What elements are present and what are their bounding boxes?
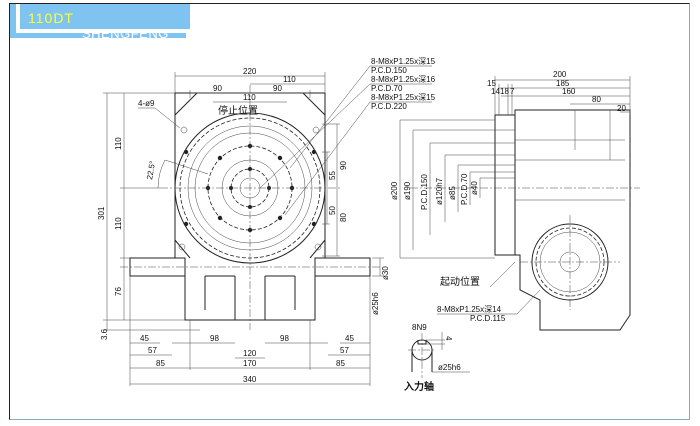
dim-110-middle: 110 (114, 217, 123, 230)
title-banner: 110DT SHENGFENG (10, 4, 190, 41)
input-shaft-label: 入力轴 (404, 380, 434, 393)
dim-20: 20 (617, 104, 626, 113)
dia-pcd-70: P.C.D.70 (460, 173, 469, 205)
side-details (515, 110, 625, 201)
top-dim-lines (174, 72, 326, 103)
dim-170: 170 (243, 359, 257, 368)
dia-40: ø40 (470, 181, 479, 195)
dim-7: 7 (510, 87, 515, 96)
note-2-thread: 8-M8xP1.25x深16 (371, 75, 436, 84)
side-body-outline (494, 109, 631, 331)
note-2-pcd: P.C.D.70 (371, 84, 403, 93)
dim-14: 14 (491, 87, 500, 96)
dim-160: 160 (562, 87, 576, 96)
dim-90-right: 90 (273, 84, 282, 93)
brand-name: SHENGFENG (82, 26, 169, 41)
shaft-diameter: ø25h6 (438, 363, 461, 372)
drawing-frame (9, 3, 690, 420)
note-1-pcd: P.C.D.150 (371, 66, 407, 75)
dim-shaft-30: ø30 (381, 266, 390, 280)
dim-80-side: 80 (592, 95, 601, 104)
dim-85-left: 85 (156, 359, 165, 368)
key-label: 8N9 (412, 323, 427, 332)
diameter-dim-lines (399, 119, 515, 259)
shaft-dim-lines (426, 332, 470, 373)
input-shaft-detail: 8N9 4 ø25h6 入力轴 (404, 323, 470, 393)
dim-80: 80 (339, 213, 348, 222)
dim-110-inner: 110 (243, 93, 256, 102)
dim-120: 120 (243, 349, 257, 358)
bottom-dim-lines (129, 276, 371, 386)
dim-185: 185 (556, 79, 570, 88)
dim-55: 55 (328, 171, 337, 180)
angle-label: 22.5° (145, 160, 157, 180)
dim-110-upper: 110 (114, 137, 123, 150)
holes-label: 4-ø9 (138, 99, 155, 108)
left-dim-lines (103, 92, 200, 331)
dim-76: 76 (114, 287, 123, 296)
dim-50: 50 (328, 206, 337, 215)
side-leaders (437, 261, 541, 315)
dim-200: 200 (553, 70, 567, 79)
side-top-dim-lines (494, 76, 631, 115)
dim-18: 18 (500, 87, 509, 96)
dim-45-right: 45 (345, 334, 354, 343)
dim-110-half: 110 (283, 75, 296, 84)
dia-120h7: ø120h7 (435, 177, 444, 205)
dim-85-right: 85 (336, 359, 345, 368)
dim-301: 301 (97, 206, 106, 220)
dia-pcd-150: P.C.D.150 (420, 174, 429, 210)
dia-190: ø190 (403, 181, 412, 200)
dim-3-6: 3.6 (100, 328, 109, 340)
key-depth: 4 (444, 336, 453, 341)
dia-85: ø85 (448, 186, 457, 200)
dim-shaft-25h6: ø25h6 (371, 292, 380, 315)
front-view: 220 110 90 90 110 停止位置 4-ø9 22.5° 301 11… (97, 67, 390, 386)
dim-98-left: 98 (210, 334, 219, 343)
model-number: 110DT (28, 10, 74, 26)
banner-inner (16, 4, 190, 33)
dia-200: ø200 (390, 181, 399, 200)
dim-340: 340 (243, 375, 257, 384)
dim-45-left: 45 (140, 334, 149, 343)
holes-leader (138, 107, 181, 129)
side-thread-note: 8-M8xP1.25x深14 (437, 305, 502, 314)
note-3-thread: 8-M8xP1.25x深15 (371, 93, 436, 102)
note-1-thread: 8-M8xP1.25x深15 (371, 57, 436, 66)
body-chamfers (174, 92, 326, 259)
right-dim-lines (322, 123, 384, 277)
side-pcd-note: P.C.D.115 (470, 314, 506, 323)
dim-90: 90 (339, 161, 348, 170)
note-leaders (259, 65, 432, 216)
thread-notes: 8-M8xP1.25x深15 P.C.D.150 8-M8xP1.25x深16 … (259, 57, 436, 216)
dim-57-right: 57 (340, 346, 349, 355)
start-position-label: 起动位置 (440, 275, 480, 288)
side-view: 200 185 15 14 18 7 160 80 20 ø200 ø190 P… (390, 70, 640, 331)
shaft-centerlines (408, 333, 436, 378)
stop-position-label: 停止位置 (218, 104, 258, 117)
dim-15: 15 (487, 79, 496, 88)
mounting-holes-4 (178, 126, 322, 251)
dim-98-right: 98 (280, 334, 289, 343)
dim-90-left: 90 (213, 84, 222, 93)
angle-arc (157, 159, 209, 189)
side-centerlines (410, 187, 640, 310)
note-3-pcd: P.C.D.220 (371, 102, 407, 111)
centerlines (120, 85, 380, 330)
dim-220: 220 (243, 67, 257, 76)
base-section (204, 275, 296, 320)
dim-57-left: 57 (148, 346, 157, 355)
